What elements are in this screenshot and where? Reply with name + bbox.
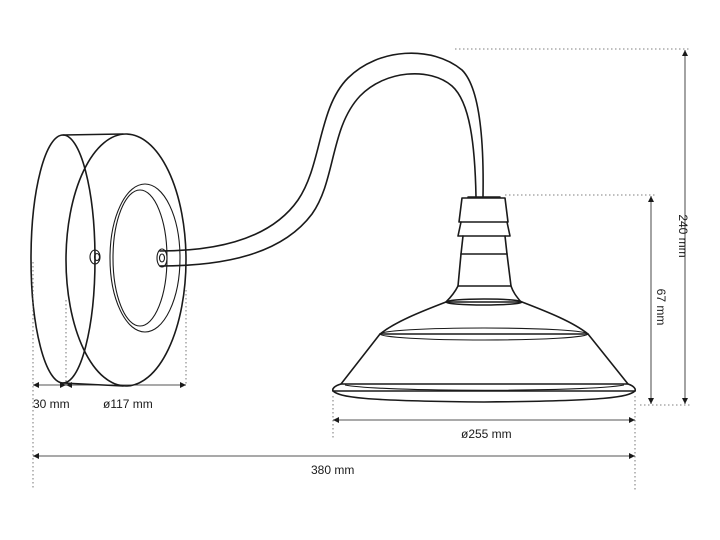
lamp-shade — [331, 298, 637, 403]
label-shade-height: 67 mm — [654, 289, 668, 326]
gooseneck-arm — [156, 52, 484, 268]
dimension-lines — [33, 50, 688, 459]
lamp-socket — [445, 196, 522, 303]
label-base-diameter: ø117 mm — [103, 397, 153, 411]
label-base-depth: 30 mm — [33, 397, 70, 411]
label-shade-diameter: ø255 mm — [461, 427, 512, 441]
wall-mount-base — [30, 133, 187, 387]
label-total-height: 240 mm — [676, 214, 690, 257]
extension-lines — [32, 48, 690, 490]
label-total-width: 380 mm — [311, 463, 354, 477]
